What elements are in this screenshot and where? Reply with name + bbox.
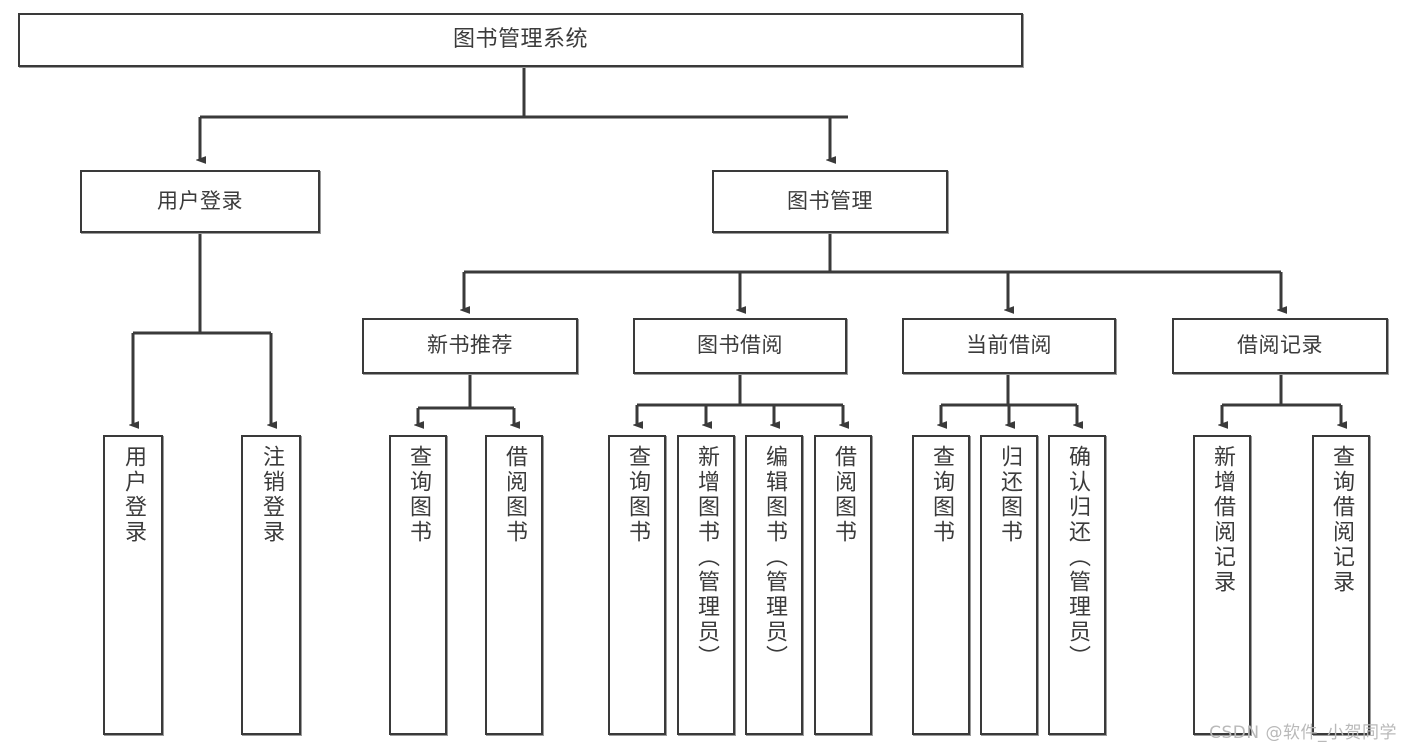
node-borrow-record[interactable]: 借阅记录 [1172,318,1388,374]
node-leaf-confirm-return[interactable]: 确认归还（管理员） [1048,435,1106,735]
node-label: 借阅图书 [831,445,856,545]
node-label: 查询图书 [929,445,954,545]
node-label: 用户登录 [157,188,243,213]
node-label: 新增图书（管理员） [694,445,719,670]
node-leaf-query-book-3[interactable]: 查询图书 [912,435,970,735]
node-label: 图书借阅 [697,333,783,358]
node-label: 当前借阅 [966,333,1052,358]
node-current-borrow[interactable]: 当前借阅 [902,318,1116,374]
node-leaf-add-book[interactable]: 新增图书（管理员） [677,435,735,735]
node-label: 用户登录 [121,445,146,545]
node-label: 查询图书 [406,445,431,545]
node-leaf-query-book-2[interactable]: 查询图书 [608,435,666,735]
node-label: 图书管理系统 [452,26,588,52]
node-root-system[interactable]: 图书管理系统 [18,13,1023,67]
node-label: 查询借阅记录 [1329,445,1354,595]
node-leaf-borrow-book-1[interactable]: 借阅图书 [485,435,543,735]
node-leaf-return-book[interactable]: 归还图书 [980,435,1038,735]
node-user-login[interactable]: 用户登录 [80,170,320,233]
node-leaf-user-login[interactable]: 用户登录 [103,435,163,735]
node-label: 注销登录 [259,445,284,545]
node-label: 借阅图书 [502,445,527,545]
node-label: 新书推荐 [427,333,513,358]
node-book-borrow[interactable]: 图书借阅 [633,318,847,374]
node-label: 借阅记录 [1237,333,1323,358]
node-leaf-logout[interactable]: 注销登录 [241,435,301,735]
node-leaf-query-book-1[interactable]: 查询图书 [389,435,447,735]
node-leaf-borrow-book-2[interactable]: 借阅图书 [814,435,872,735]
node-label: 新增借阅记录 [1210,445,1235,595]
node-label: 确认归还（管理员） [1065,445,1090,670]
node-leaf-query-record[interactable]: 查询借阅记录 [1312,435,1370,735]
node-label: 图书管理 [787,188,873,213]
csdn-watermark: CSDN @软件_小贺同学 [1209,723,1397,743]
node-label: 查询图书 [625,445,650,545]
node-leaf-add-record[interactable]: 新增借阅记录 [1193,435,1251,735]
node-new-book-recommend[interactable]: 新书推荐 [362,318,578,374]
node-label: 编辑图书（管理员） [762,445,787,670]
node-leaf-edit-book[interactable]: 编辑图书（管理员） [745,435,803,735]
node-book-manage[interactable]: 图书管理 [712,170,948,233]
node-label: 归还图书 [997,445,1022,545]
